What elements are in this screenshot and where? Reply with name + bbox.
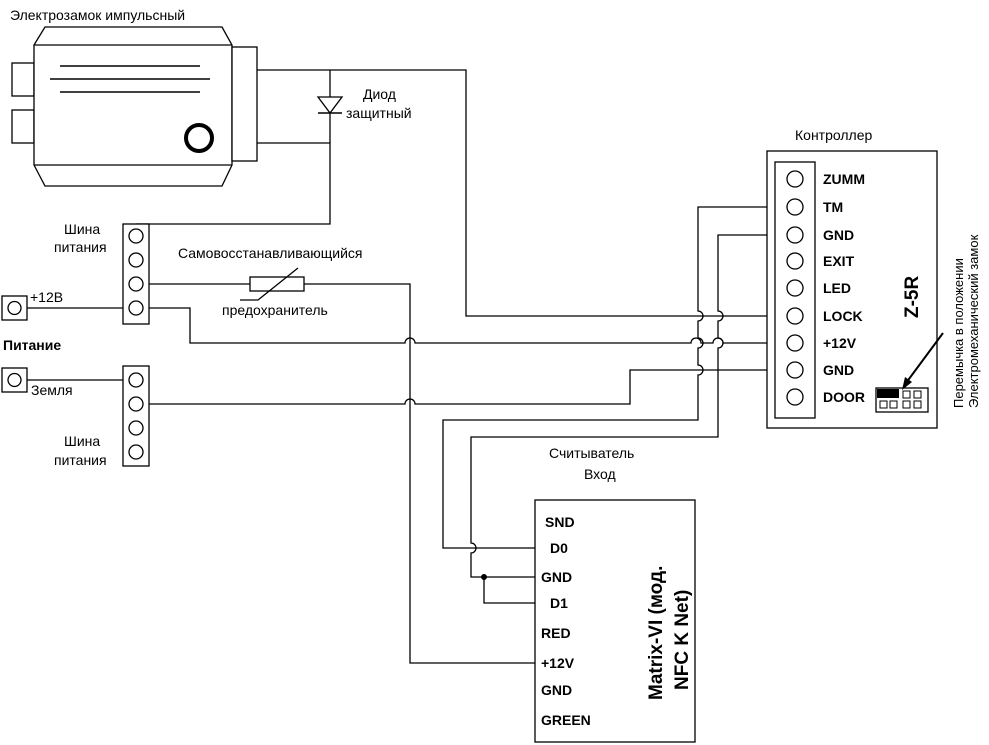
wire-bus-to-controller-gnd	[147, 369, 775, 405]
reader-title-1: Считыватель	[549, 445, 634, 461]
diode-label-1: Диод	[363, 86, 396, 102]
controller-pin-tm	[786, 198, 804, 216]
jumper-arrow	[905, 332, 944, 384]
reader-pin-label: D0	[550, 540, 568, 556]
power-bus-top: Шина питания	[54, 221, 150, 325]
bus-bottom-label-2: питания	[54, 452, 107, 468]
controller-pin-lock	[786, 307, 804, 325]
wire-tm-to-d0	[442, 206, 775, 549]
lock-cylinder	[184, 123, 214, 153]
wire-gnd-d1-bridge	[483, 577, 535, 604]
controller-pin-label: GND	[823, 227, 854, 243]
lock-title: Электрозамок импульсный	[10, 7, 185, 23]
junction-dot	[481, 574, 487, 580]
controller-pin-label: ZUMM	[823, 171, 865, 187]
reader: Считыватель Вход SND D0 GND D1 RED +12V …	[534, 445, 696, 743]
reader-model-1: Matrix-VI (мод.	[646, 566, 667, 700]
bus-top-label-1: Шина	[64, 221, 100, 237]
lock-tab-top	[11, 62, 35, 97]
reader-pin-label: RED	[541, 625, 571, 641]
lock-side	[231, 46, 258, 162]
resettable-fuse: Самовосстанавливающийся предохранитель	[178, 245, 363, 318]
controller-pin-gnd-2	[786, 361, 804, 379]
reader-pin-label: D1	[550, 595, 568, 611]
diode-label-2: защитный	[346, 105, 412, 121]
reader-title-2: Вход	[584, 466, 616, 482]
jumper-note-1: Перемычка в положении	[951, 258, 966, 408]
electric-lock: Электрозамок импульсный	[10, 7, 258, 187]
controller-pin-exit	[786, 252, 804, 270]
reader-pin-label: GND	[541, 569, 572, 585]
lock-body	[33, 26, 233, 187]
controller-pin-led	[786, 279, 804, 297]
controller-pin-label: TM	[823, 199, 843, 215]
controller-pin-label: +12V	[823, 335, 857, 351]
wire-gnd-to-reader-gnd	[470, 234, 775, 578]
power-bus-bottom: Шина питания	[54, 365, 150, 468]
bus-bottom-pin-1	[128, 372, 144, 388]
jumper-arrow-head	[902, 377, 912, 390]
bus-top-pin-2	[128, 252, 144, 268]
reader-body	[534, 499, 696, 743]
fuse-label-1: Самовосстанавливающийся	[178, 245, 363, 261]
bus-bottom-pin-3	[128, 420, 144, 436]
reader-pin-label: GREEN	[541, 712, 591, 728]
controller-pin-label: LOCK	[823, 308, 863, 324]
bus-bottom-pin-4	[128, 444, 144, 460]
controller-pin-gnd-1	[786, 226, 804, 244]
controller-pin-label: EXIT	[823, 253, 855, 269]
wire-fuse-to-reader-12v	[304, 283, 535, 664]
reader-pin-label: +12V	[541, 655, 575, 671]
bus-bottom-pin-2	[128, 396, 144, 412]
controller-pin-12v	[786, 334, 804, 352]
bus-top-pin-4	[128, 300, 144, 316]
power-title: Питание	[3, 337, 61, 353]
bus-top-label-2: питания	[54, 239, 107, 255]
controller-model: Z-5R	[902, 276, 923, 319]
bus-top-pin-1	[128, 228, 144, 244]
controller: Контроллер ZUMM TM GND EXIT LED LOCK +12…	[766, 127, 981, 429]
wire-lock-to-controller	[257, 69, 775, 317]
bus-top-pin-3	[128, 276, 144, 292]
power-supply: +12В Питание Земля	[1, 289, 73, 398]
jumper-cap	[877, 389, 899, 398]
jumper-block	[875, 387, 929, 413]
ground-label: Земля	[31, 382, 73, 398]
controller-pin-zumm	[786, 170, 804, 188]
lock-tab-bottom	[11, 109, 35, 144]
controller-title: Контроллер	[795, 127, 872, 143]
bus-bottom-label-1: Шина	[64, 433, 100, 449]
jumper-note-2: Электромеханический замок	[966, 234, 981, 408]
protective-diode: Диод защитный	[316, 86, 412, 121]
controller-pin-label: DOOR	[823, 389, 865, 405]
controller-pins	[786, 170, 804, 406]
diode-symbol	[316, 96, 344, 115]
controller-pin-label: LED	[823, 280, 851, 296]
reader-model-2: NFC K Net)	[672, 590, 693, 690]
controller-pin-door	[786, 388, 804, 406]
controller-pin-label: GND	[823, 362, 854, 378]
reader-pin-label: SND	[545, 514, 575, 530]
plus12-label: +12В	[30, 289, 63, 305]
fuse-label-2: предохранитель	[222, 302, 328, 318]
reader-pin-label: GND	[541, 682, 572, 698]
